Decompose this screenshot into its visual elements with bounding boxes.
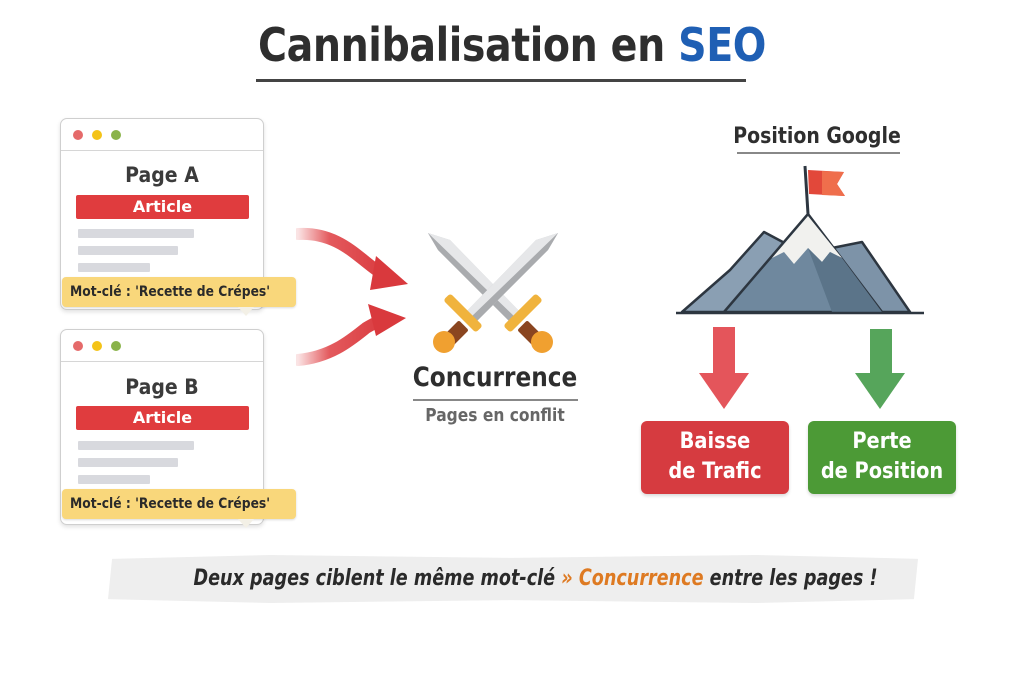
position-loss-box: Perte de Position	[808, 421, 956, 494]
down-arrow-green-icon	[855, 329, 905, 409]
page-a-title: Page A	[125, 163, 199, 187]
article-tag: Article	[76, 195, 249, 219]
title-main: Cannibalisation en	[257, 18, 679, 72]
keyword-label: Mot-clé : 'Recette de Crépes'	[70, 496, 271, 512]
double-chevron-icon: »	[561, 566, 573, 591]
close-dot-icon	[73, 341, 83, 351]
mountain-flag-icon	[676, 165, 924, 315]
banner-text-part2: entre les pages !	[703, 566, 878, 591]
traffic-drop-line1: Baisse	[679, 429, 751, 454]
article-tag: Article	[76, 406, 249, 430]
concurrence-title: Concurrence	[412, 362, 578, 393]
traffic-drop-box: Baisse de Trafic	[641, 421, 789, 494]
text-placeholder-line	[78, 229, 194, 238]
text-placeholder-line	[78, 458, 178, 467]
concurrence-subtitle: Pages en conflit	[425, 405, 565, 426]
minimize-dot-icon	[92, 341, 102, 351]
keyword-callout-page-a: Mot-clé : 'Recette de Crépes'	[62, 277, 296, 316]
text-placeholder-line	[78, 263, 150, 272]
down-arrow-red-icon	[699, 327, 749, 409]
keyword-label: Mot-clé : 'Recette de Crépes'	[70, 284, 271, 300]
crossed-swords-icon	[428, 233, 558, 353]
text-placeholder-line	[78, 441, 194, 450]
converging-arrows-icon	[296, 227, 408, 366]
text-placeholder-line	[78, 475, 150, 484]
text-placeholder-line	[78, 246, 178, 255]
title-underline	[256, 79, 746, 82]
page-b-title: Page B	[125, 375, 199, 399]
position-loss-line1: Perte	[852, 429, 912, 454]
close-dot-icon	[73, 130, 83, 140]
position-google-underline	[737, 152, 900, 154]
title-accent: SEO	[678, 18, 767, 72]
banner-text-part1: Deux pages ciblent le même mot-clé	[193, 566, 562, 591]
window-titlebar	[61, 119, 263, 151]
keyword-callout-page-b: Mot-clé : 'Recette de Crépes'	[62, 489, 296, 528]
page-title: Cannibalisation en SEO	[72, 18, 953, 72]
minimize-dot-icon	[92, 130, 102, 140]
maximize-dot-icon	[111, 130, 121, 140]
concurrence-underline	[413, 399, 578, 401]
banner-highlight: Concurrence	[578, 566, 704, 591]
summary-banner-background	[108, 555, 918, 603]
traffic-drop-line2: de Trafic	[668, 459, 762, 484]
window-titlebar	[61, 330, 263, 362]
position-google-title: Position Google	[733, 124, 901, 149]
summary-banner: Deux pages ciblent le même mot-clé » Con…	[108, 566, 918, 591]
position-loss-line2: de Position	[820, 459, 944, 484]
maximize-dot-icon	[111, 341, 121, 351]
